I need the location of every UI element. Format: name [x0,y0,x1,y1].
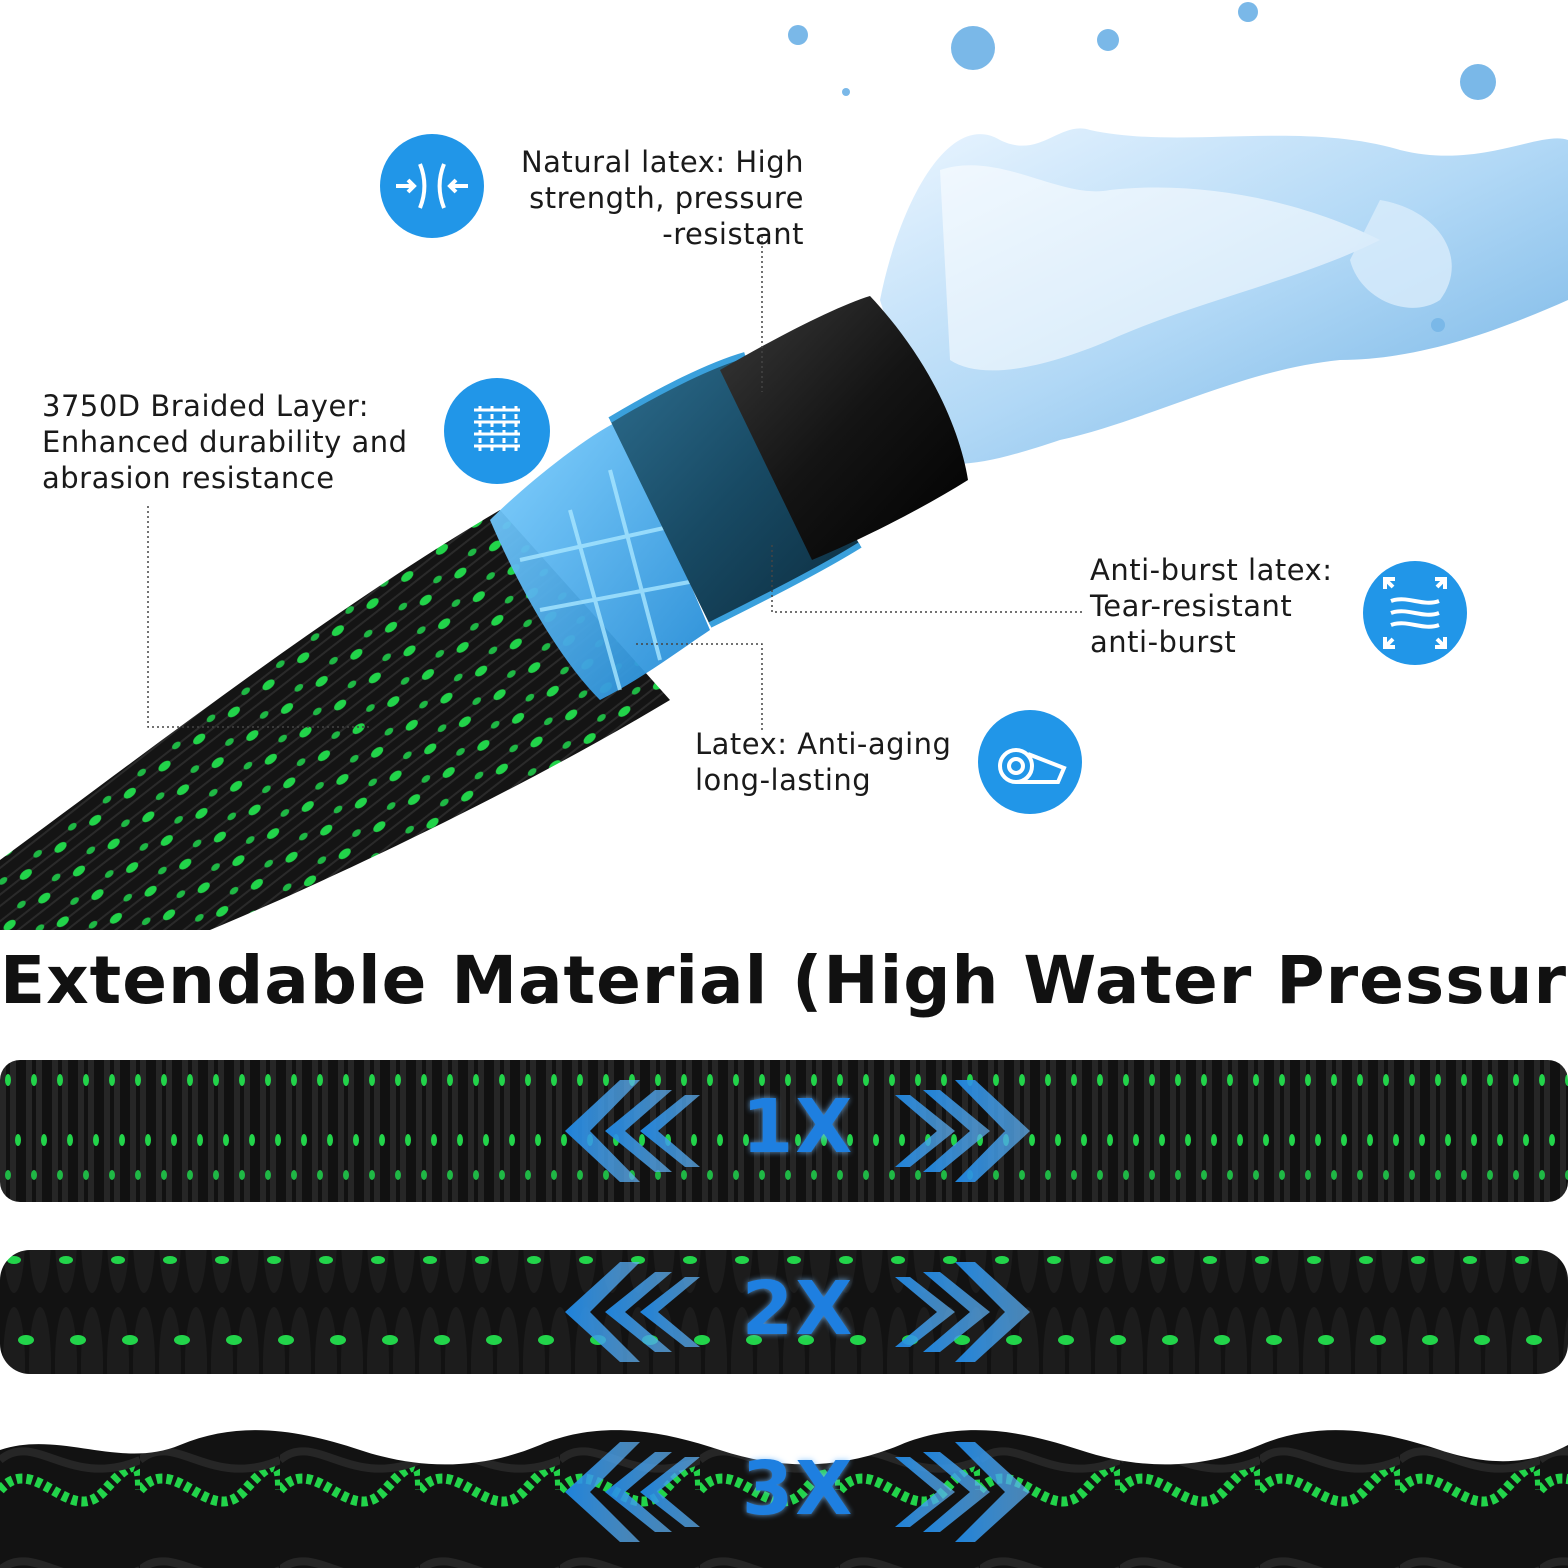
stretch-label-3x: 3X [741,1446,855,1532]
compress-arrows-icon [380,134,484,238]
leader-lines [147,236,1082,730]
callout-braided-layer: 3750D Braided Layer: Enhanced durability… [42,388,442,496]
callout-line: Enhanced durability and [42,425,408,459]
callout-line: Anti-burst latex: [1090,553,1333,587]
callout-line: Latex: Anti-aging [695,727,952,761]
callout-line: strength, pressure [529,181,804,215]
stretch-arrows-icon [1363,561,1467,665]
rolled-sheet-icon [978,710,1082,814]
stretch-label-2x: 2X [741,1266,855,1352]
callout-natural-latex: Natural latex: High strength, pressure -… [470,144,804,252]
callout-latex-anti-aging: Latex: Anti-aging long-lasting [695,726,985,798]
callout-line: 3750D Braided Layer: [42,389,369,423]
callout-line: Natural latex: High [520,145,804,179]
headline: Extendable Material (High Water Pressure… [0,942,1568,1019]
hose-band-2x [0,1250,1568,1374]
callout-line: Tear-resistant [1090,589,1293,623]
hose-illustration [0,2,1568,930]
stretch-label-1x: 1X [741,1084,855,1170]
latex-ring [490,420,710,700]
braided-hose-body [0,510,670,930]
connector-collar [610,355,860,625]
hose-band-1x [0,1060,1568,1202]
callout-line: long-lasting [695,763,872,797]
weave-mesh-icon [444,378,550,484]
water-splash [788,2,1568,464]
nozzle-ring [720,296,968,560]
stretch-arrows-3x [565,1442,1030,1542]
callout-line: abrasion resistance [42,461,335,495]
hose-band-3x [0,1430,1568,1568]
callout-anti-burst: Anti-burst latex: Tear-resistant anti-bu… [1090,552,1370,660]
stretch-arrows-1x [565,1080,1030,1182]
callout-line: anti-burst [1090,625,1237,659]
stretch-arrows-2x [565,1262,1030,1362]
callout-line: -resistant [662,217,804,251]
